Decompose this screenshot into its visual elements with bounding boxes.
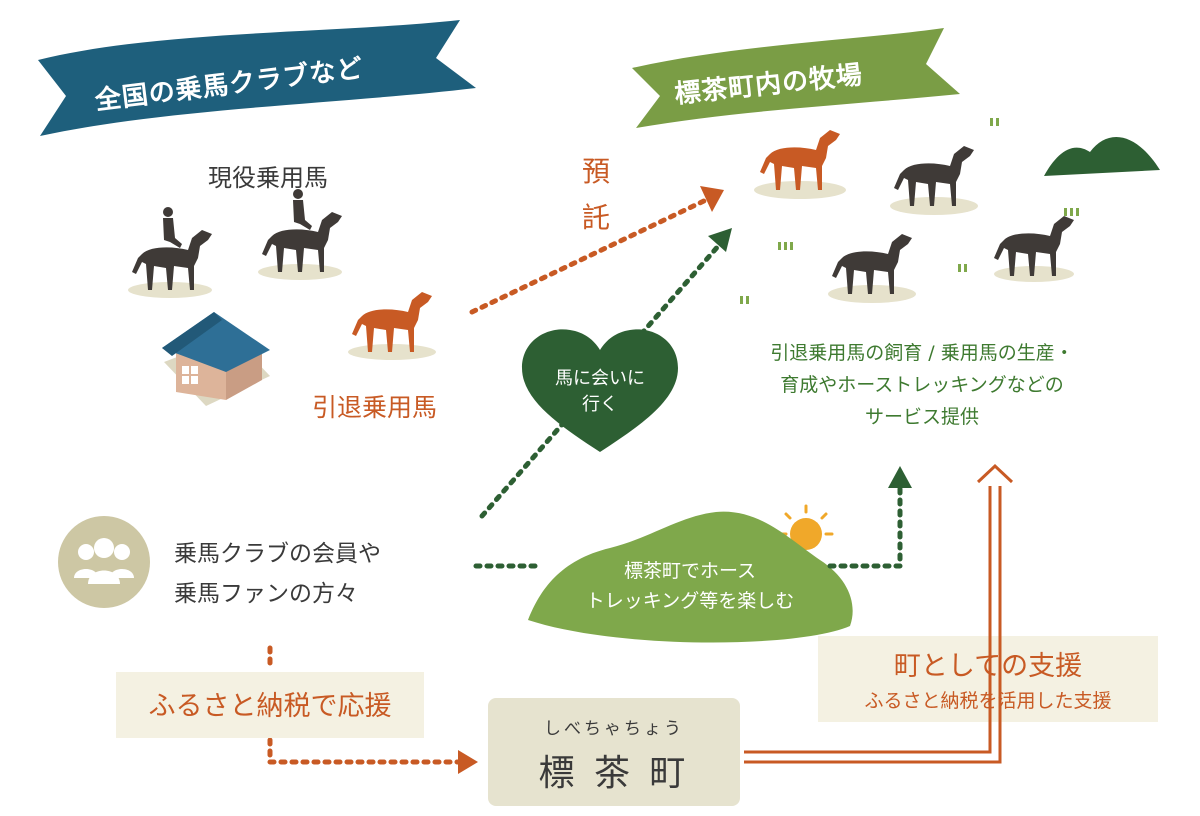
visit-label-2: 行く	[582, 394, 618, 415]
hill-icon	[1044, 137, 1160, 176]
house-icon	[162, 312, 270, 406]
ranch-services-line-1: 引退乗用馬の飼育 / 乗用馬の生産・	[770, 342, 1074, 364]
trekking-label-2: トレッキング等を楽しむ	[585, 590, 795, 612]
people-icon	[74, 538, 134, 584]
banner-left-shape	[38, 20, 476, 136]
ranch-services-line-3: サービス提供	[864, 406, 979, 428]
trekking-arrow	[827, 485, 903, 569]
riding-horse-icon	[132, 207, 212, 290]
tax-support-arrow	[267, 737, 463, 765]
members-label-2: 乗馬ファンの方々	[174, 581, 358, 607]
town-name-kana: しべちゃちょう	[544, 719, 684, 739]
deposit-label-2: 託	[582, 201, 611, 234]
ranch-horse-icon	[894, 146, 974, 206]
heart-shape	[522, 329, 678, 452]
grass-tufts	[740, 118, 1079, 304]
retired-horse-label: 引退乗用馬	[312, 393, 438, 422]
tax-support-box	[116, 672, 424, 738]
deposit-arrowhead	[700, 186, 724, 212]
town-support-arrow	[744, 486, 992, 754]
town-name: 標 茶 町	[538, 753, 690, 794]
banner-right-shape	[632, 28, 960, 128]
ranch-horse-icon	[832, 234, 912, 294]
town-support-arrowhead	[976, 463, 1014, 484]
retired-horse-icon	[352, 292, 432, 352]
members-icon	[58, 516, 150, 608]
town-support-box	[818, 636, 1158, 722]
members-label-1: 乗馬クラブの会員や	[174, 541, 381, 567]
visit-arrowhead	[708, 228, 732, 252]
town-box	[488, 698, 740, 806]
ranch-services-line-2: 育成やホーストレッキングなどの	[780, 374, 1064, 396]
town-support-subtitle: ふるさと納税を活用した支援	[864, 690, 1112, 712]
sun-icon	[778, 504, 834, 550]
trekking-arrowhead	[888, 466, 912, 488]
town-support-arrow	[744, 486, 1002, 764]
visit-label-1: 馬に会いに	[555, 368, 645, 389]
tax-support-label: ふるさと納税で応援	[148, 691, 392, 722]
deposit-label-1: 預	[582, 155, 611, 188]
deposit-arrow	[469, 197, 709, 315]
trekking-label-1: 標茶町でホース	[623, 560, 757, 582]
ranch-horse-icon	[994, 216, 1074, 276]
active-horses-label: 現役乗用馬	[208, 164, 328, 192]
riding-horse-icon	[262, 189, 342, 272]
tax-support-arrowhead	[458, 750, 478, 774]
ranch-horse-orange-icon	[760, 130, 840, 190]
town-support-title: 町としての支援	[893, 651, 1083, 682]
trekking-hill-shape	[528, 511, 853, 643]
